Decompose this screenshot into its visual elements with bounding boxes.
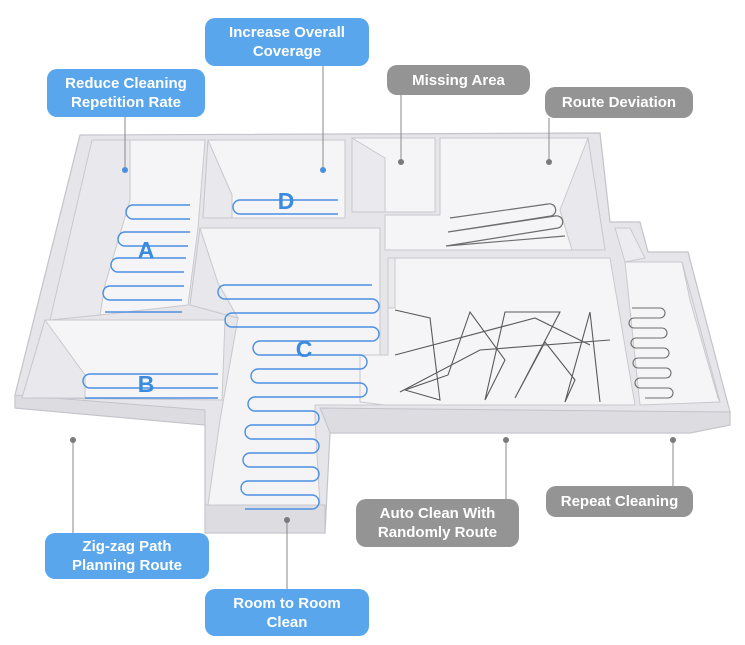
- callout-text-line2: Clean: [266, 613, 308, 631]
- callout-text-line1: Missing Area: [412, 71, 505, 89]
- room-repeat: [614, 227, 721, 406]
- zigzag-path-d: [232, 199, 338, 215]
- random-route-path: [394, 309, 611, 403]
- room-d: [202, 139, 346, 219]
- callout-text-line2: Coverage: [252, 43, 322, 60]
- callout-text-line1: Room to Room: [233, 594, 341, 612]
- zigzag-path-repeat: [628, 307, 674, 399]
- callout-zigzag: Zig-zag Path Planning Route: [45, 533, 209, 579]
- zigzag-path-b: [82, 373, 218, 399]
- zigzag-path-c: [217, 284, 380, 510]
- front-walls: [14, 394, 731, 534]
- callout-auto-clean: Auto Clean With Randomly Route: [356, 499, 519, 547]
- room-random: [359, 257, 636, 406]
- callout-increase-coverage: Increase Overall Coverage: [205, 18, 369, 66]
- zigzag-path-a: [102, 204, 190, 313]
- room-a: [49, 139, 206, 321]
- callout-missing-area: Missing Area: [387, 65, 530, 95]
- callout-anchor-dots: [70, 159, 676, 523]
- room-label-a: A: [137, 237, 155, 263]
- callout-text-line1: Increase Overall: [229, 24, 345, 41]
- room-label-b: B: [137, 371, 155, 397]
- room-c: [189, 227, 381, 506]
- callout-text-line2: Repetition Rate: [70, 94, 181, 111]
- callout-text-line2: Randomly Route: [377, 524, 498, 541]
- callout-text-line1: Reduce Cleaning: [65, 75, 187, 92]
- callout-text-line1: Repeat Cleaning: [560, 493, 679, 510]
- callout-text-line1: Route Deviation: [561, 94, 677, 111]
- callout-route-deviation: Route Deviation: [545, 87, 693, 118]
- zigzag-path-deviation: [445, 203, 566, 247]
- callout-text-line1: Zig-zag Path: [82, 538, 172, 555]
- callout-reduce-repetition: Reduce Cleaning Repetition Rate: [47, 69, 205, 117]
- callout-connectors: [72, 66, 674, 590]
- callout-repeat-cleaning: Repeat Cleaning: [546, 486, 693, 517]
- room-label-c: C: [295, 336, 313, 362]
- callout-room-to-room: Room to Room Clean: [205, 589, 369, 636]
- callout-text-line2: Planning Route: [72, 557, 182, 574]
- callout-text-line1: Auto Clean With: [379, 505, 496, 522]
- room-missing: [351, 137, 436, 213]
- room-deviation: [384, 136, 606, 251]
- room-label-d: D: [277, 188, 295, 214]
